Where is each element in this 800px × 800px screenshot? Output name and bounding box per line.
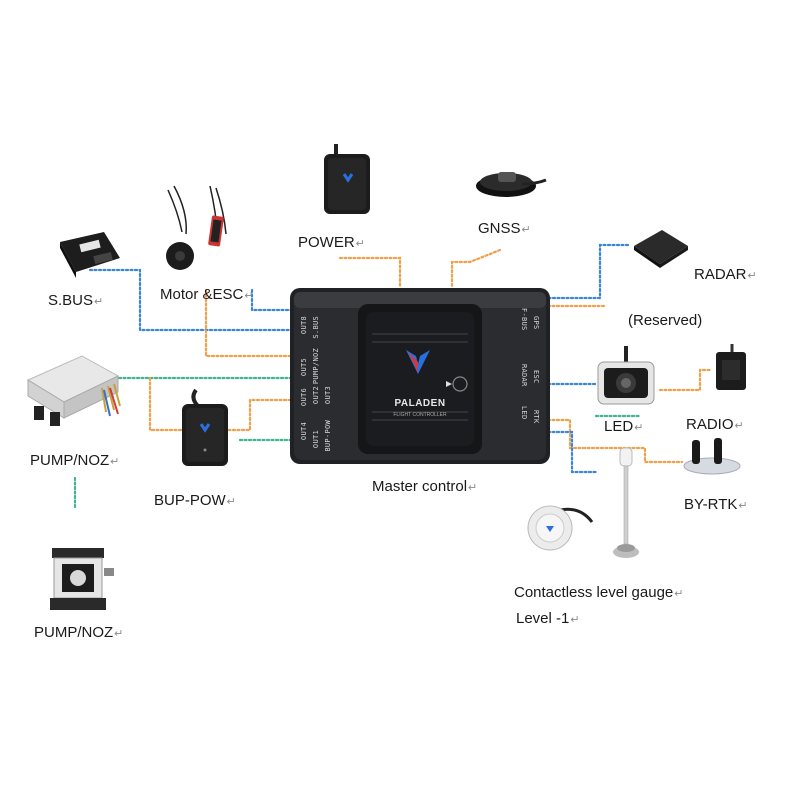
return-mark: ↵ [674, 588, 684, 600]
label-level-gauge: Contactless level gauge↵ [514, 584, 683, 601]
label-level-gauge-text: Contactless level gauge [514, 584, 674, 601]
label-master-control: Master control↵ [372, 478, 477, 495]
sbus-receiver [54, 228, 124, 280]
label-level-text: Level -1 [516, 610, 570, 627]
power-module [318, 140, 376, 218]
port-label: BUP-POW [324, 420, 332, 452]
label-power: POWER↵ [298, 234, 365, 251]
label-pump-noz-upper-text: PUMP/NOZ [30, 452, 110, 469]
level-gauge-sensor [520, 496, 596, 554]
port-label: F-BUS [520, 308, 528, 331]
port-label: OUT3 [324, 386, 332, 405]
port-label: PUMP/NOZ [312, 348, 320, 385]
port-label: LED [520, 406, 528, 420]
label-level: Level -1↵ [516, 610, 580, 627]
port-label: S.BUS [312, 316, 320, 339]
wire-gnss [450, 248, 502, 290]
return-mark: ↵ [244, 290, 254, 302]
controller-subtitle: FLIGHT CONTROLLER [393, 412, 447, 418]
return-mark: ↵ [738, 500, 748, 512]
label-pump-noz-lower: PUMP/NOZ↵ [34, 624, 123, 641]
label-radio-text: RADIO [686, 416, 734, 433]
label-by-rtk-text: BY-RTK [684, 496, 738, 513]
port-label: OUT4 [300, 422, 308, 441]
wire-motor-a [204, 288, 302, 358]
label-motor-esc-text: Motor &ESC [160, 286, 244, 303]
wire-radio [658, 368, 714, 392]
label-pump-noz-lower-text: PUMP/NOZ [34, 624, 114, 641]
label-led: LED↵ [604, 418, 643, 435]
wire-sbus [88, 268, 302, 332]
wire-level [546, 430, 600, 474]
port-label: OUT2 [312, 386, 320, 405]
pump-nozzle-controller [22, 350, 132, 432]
pump-motor [40, 540, 116, 616]
port-label: OUT1 [312, 430, 320, 449]
label-radar: RADAR↵ [694, 266, 757, 283]
label-bup-pow-text: BUP-POW [154, 492, 226, 509]
gnss-antenna [470, 160, 550, 202]
label-sbus: S.BUS↵ [48, 292, 103, 309]
backup-power-module [176, 388, 234, 470]
label-pump-noz-upper: PUMP/NOZ↵ [30, 452, 119, 469]
port-label: OUT5 [300, 358, 308, 377]
port-label: RADAR [520, 364, 528, 387]
port-label: ESC [532, 370, 540, 384]
port-label: RTK [532, 410, 540, 424]
port-label: GPS [532, 316, 540, 330]
wire-pump-b [148, 376, 302, 432]
radio-module [712, 344, 750, 394]
label-radar-text: RADAR [694, 266, 747, 283]
label-gnss-text: GNSS [478, 220, 521, 237]
label-sbus-text: S.BUS [48, 292, 94, 309]
label-led-text: LED [604, 418, 634, 435]
port-label: OUT8 [300, 316, 308, 335]
label-bup-pow: BUP-POW↵ [154, 492, 236, 509]
return-mark: ↵ [114, 628, 124, 640]
label-radio: RADIO↵ [686, 416, 744, 433]
motor-esc [160, 182, 240, 274]
label-gnss: GNSS↵ [478, 220, 531, 237]
rtk-module [678, 436, 744, 476]
return-mark: ↵ [226, 496, 236, 508]
led-module [594, 346, 658, 408]
return-mark: ↵ [468, 482, 478, 494]
label-reserved: (Reserved) [628, 312, 702, 329]
return-mark: ↵ [570, 614, 580, 626]
radar-module [630, 226, 692, 270]
return-mark: ↵ [734, 420, 744, 432]
port-label: OUT6 [300, 388, 308, 407]
wire-rtk [546, 418, 684, 464]
level-probe [610, 444, 642, 568]
label-power-text: POWER [298, 234, 355, 251]
return-mark: ↵ [747, 270, 757, 282]
return-mark: ↵ [110, 456, 120, 468]
label-by-rtk: BY-RTK↵ [684, 496, 748, 513]
return-mark: ↵ [521, 224, 531, 236]
return-mark: ↵ [94, 296, 104, 308]
wire-radar [546, 243, 630, 300]
return-mark: ↵ [355, 238, 365, 250]
wire-power [338, 256, 402, 290]
label-reserved-text: (Reserved) [628, 312, 703, 329]
controller-brand: PALADEN [394, 398, 446, 409]
return-mark: ↵ [634, 422, 644, 434]
master-flight-controller: PALADEN FLIGHT CONTROLLER S.BUS PUMP/NOZ… [288, 282, 552, 468]
label-motor-esc: Motor &ESC↵ [160, 286, 254, 303]
label-master-control-text: Master control [372, 478, 468, 495]
wire-motor-b [250, 288, 302, 312]
